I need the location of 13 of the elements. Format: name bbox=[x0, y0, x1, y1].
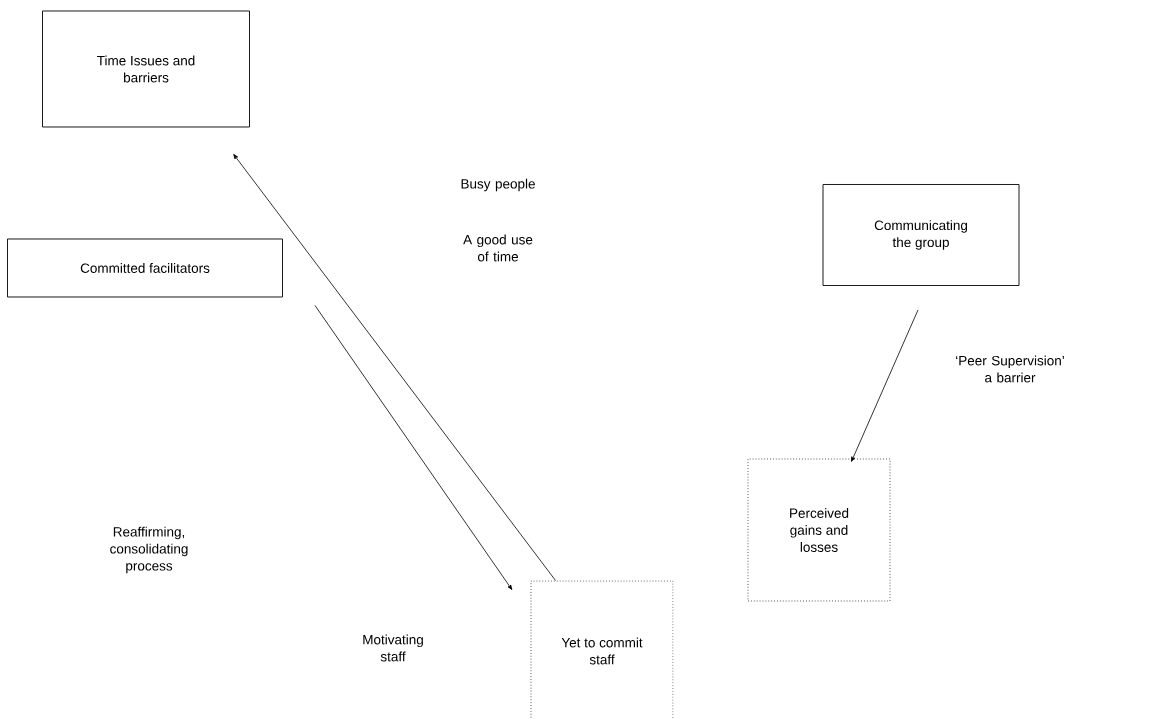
note-text: Reaffirming, consolidating process bbox=[110, 526, 188, 574]
note-text: ‘Peer Supervision’ a barrier bbox=[956, 355, 1064, 383]
arrow bbox=[233, 154, 556, 581]
arrow bbox=[314, 305, 513, 590]
dotted-box: Perceived gains and losses bbox=[747, 458, 891, 602]
box: Committed facilitators bbox=[7, 238, 283, 298]
note-text: Busy people bbox=[461, 178, 535, 192]
box: Time Issues and barriers bbox=[42, 10, 250, 128]
note-text: A good use of time bbox=[463, 234, 533, 262]
box: Communicating the group bbox=[822, 184, 1020, 286]
dotted-box: Yet to commit staff bbox=[530, 580, 674, 719]
arrow bbox=[851, 309, 919, 462]
note-text: Motivating staff bbox=[363, 634, 423, 662]
